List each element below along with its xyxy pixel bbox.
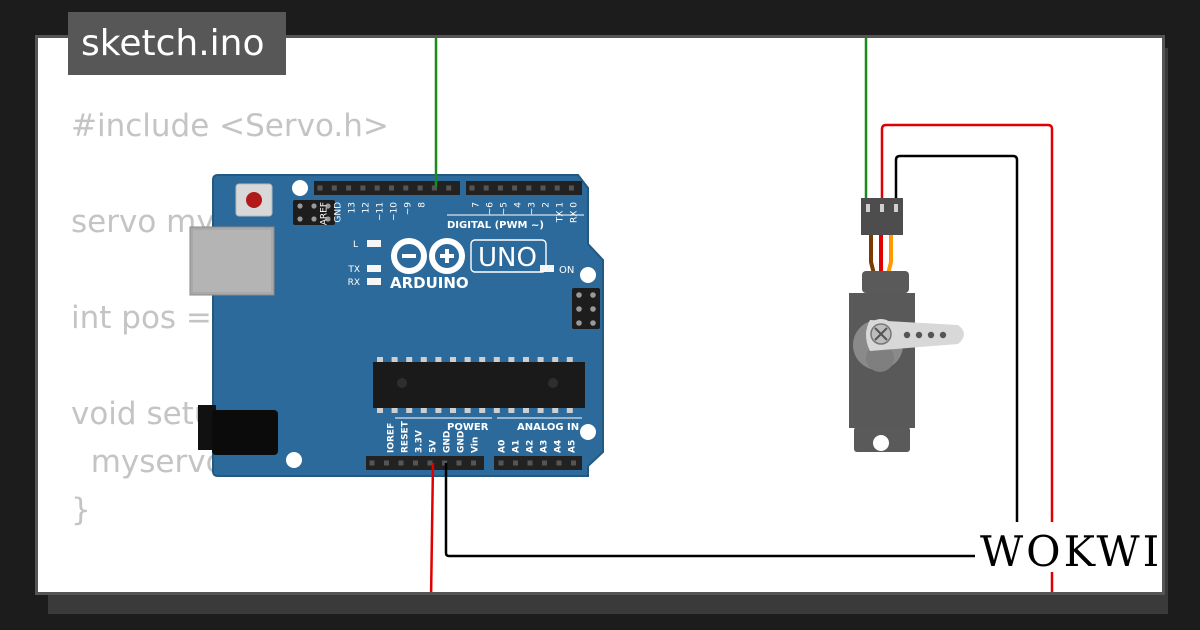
power-pin-label: IOREF	[387, 423, 397, 453]
digital-pin-label: 4	[514, 202, 524, 208]
model-frame	[470, 239, 547, 273]
mounting-hole	[286, 452, 302, 468]
wokwi-logo-text: WOKWI	[980, 527, 1162, 576]
led-rx	[367, 278, 381, 285]
wires	[429, 38, 1054, 600]
power-pin-label: Vin	[471, 437, 481, 453]
power-jack	[198, 405, 278, 455]
brand-label: ARDUINO	[390, 274, 469, 292]
led-tx-label: TX	[347, 265, 360, 275]
digital-pin-label: GND	[334, 202, 344, 223]
analog-pin-label: A4	[554, 440, 564, 453]
led-l	[367, 240, 381, 247]
digital-header-left	[314, 181, 460, 195]
wokwi-logo: WOKWI	[975, 522, 1162, 576]
digital-pin-label: 13	[348, 202, 358, 213]
analog-pin-label: A0	[498, 440, 508, 453]
led-l-label: L	[353, 240, 358, 250]
reset-button[interactable]	[235, 183, 273, 217]
power-pin-label: 3.3V	[415, 430, 425, 453]
led-rx-label: RX	[348, 278, 360, 288]
analog-section-label: ANALOG IN	[517, 422, 579, 433]
power-section-label: POWER	[447, 422, 489, 433]
horn-hole	[927, 331, 935, 339]
power-pin-label: RESET	[401, 420, 411, 453]
file-tab[interactable]: sketch.ino	[68, 12, 286, 75]
icsp-header-right	[572, 288, 600, 329]
analog-pin-label: A1	[512, 440, 522, 453]
servo-connector	[861, 198, 903, 235]
led-tx	[367, 265, 381, 272]
digital-pin-label: ~5	[500, 202, 510, 215]
horn-hole	[903, 331, 911, 339]
code-line: void setu	[71, 396, 214, 432]
analog-header	[494, 456, 582, 470]
digital-pin-label: 8	[418, 202, 428, 208]
servo-mount-hole	[873, 435, 889, 451]
code-line: void loop() {	[71, 582, 389, 592]
digital-pin-label: 12	[362, 202, 372, 213]
digital-pin-label: TX 1	[556, 202, 566, 223]
arduino-logo-icon	[391, 238, 465, 274]
usb-connector	[189, 226, 275, 296]
power-pin-label: 5V	[429, 440, 439, 453]
servo-motor[interactable]	[849, 198, 964, 452]
mounting-hole	[580, 424, 596, 440]
mounting-hole	[292, 180, 308, 196]
digital-header-label: DIGITAL (PWM ~)	[447, 220, 544, 231]
file-tab-label: sketch.ino	[81, 23, 265, 64]
icsp-header	[293, 200, 335, 225]
power-wire[interactable]	[429, 123, 1054, 600]
microcontroller-chip	[373, 357, 585, 413]
power-pin-label: GND	[457, 431, 467, 453]
digital-pin-label: RX 0	[570, 202, 580, 223]
code-line: #include <Servo.h>	[71, 108, 389, 144]
digital-pin-label: 2	[542, 202, 552, 208]
horn-hole	[939, 331, 947, 339]
power-header	[366, 456, 484, 470]
digital-pin-label: ~10	[390, 202, 400, 221]
digital-pin-label: ~6	[486, 202, 496, 216]
servo-horn[interactable]	[866, 319, 964, 351]
digital-header-right	[466, 181, 582, 195]
digital-pin-label: AREF	[320, 202, 330, 225]
digital-pin-label: ~11	[376, 202, 386, 221]
digital-pin-label: 7	[472, 202, 482, 208]
mounting-hole	[580, 267, 596, 283]
model-label: UNO	[478, 243, 537, 273]
ground-wire[interactable]	[444, 154, 1019, 558]
analog-pin-label: A5	[568, 440, 578, 453]
horn-hole	[915, 331, 923, 339]
arduino-uno-board[interactable]: AREF GND 13 12 ~11 ~10 ~9 8 7 ~6 ~5 4 ~3 2 TX 1 RX 0 DI…	[189, 174, 604, 477]
led-on-label: ON	[559, 265, 574, 276]
analog-pin-label: A2	[526, 440, 536, 453]
led-on	[540, 265, 554, 272]
analog-pin-label: A3	[540, 440, 550, 453]
digital-pin-label: ~9	[404, 202, 414, 216]
servo-top-tab	[862, 271, 909, 293]
code-line: }	[71, 492, 91, 528]
digital-pin-label: ~3	[528, 202, 538, 215]
power-pin-label: GND	[443, 431, 453, 453]
